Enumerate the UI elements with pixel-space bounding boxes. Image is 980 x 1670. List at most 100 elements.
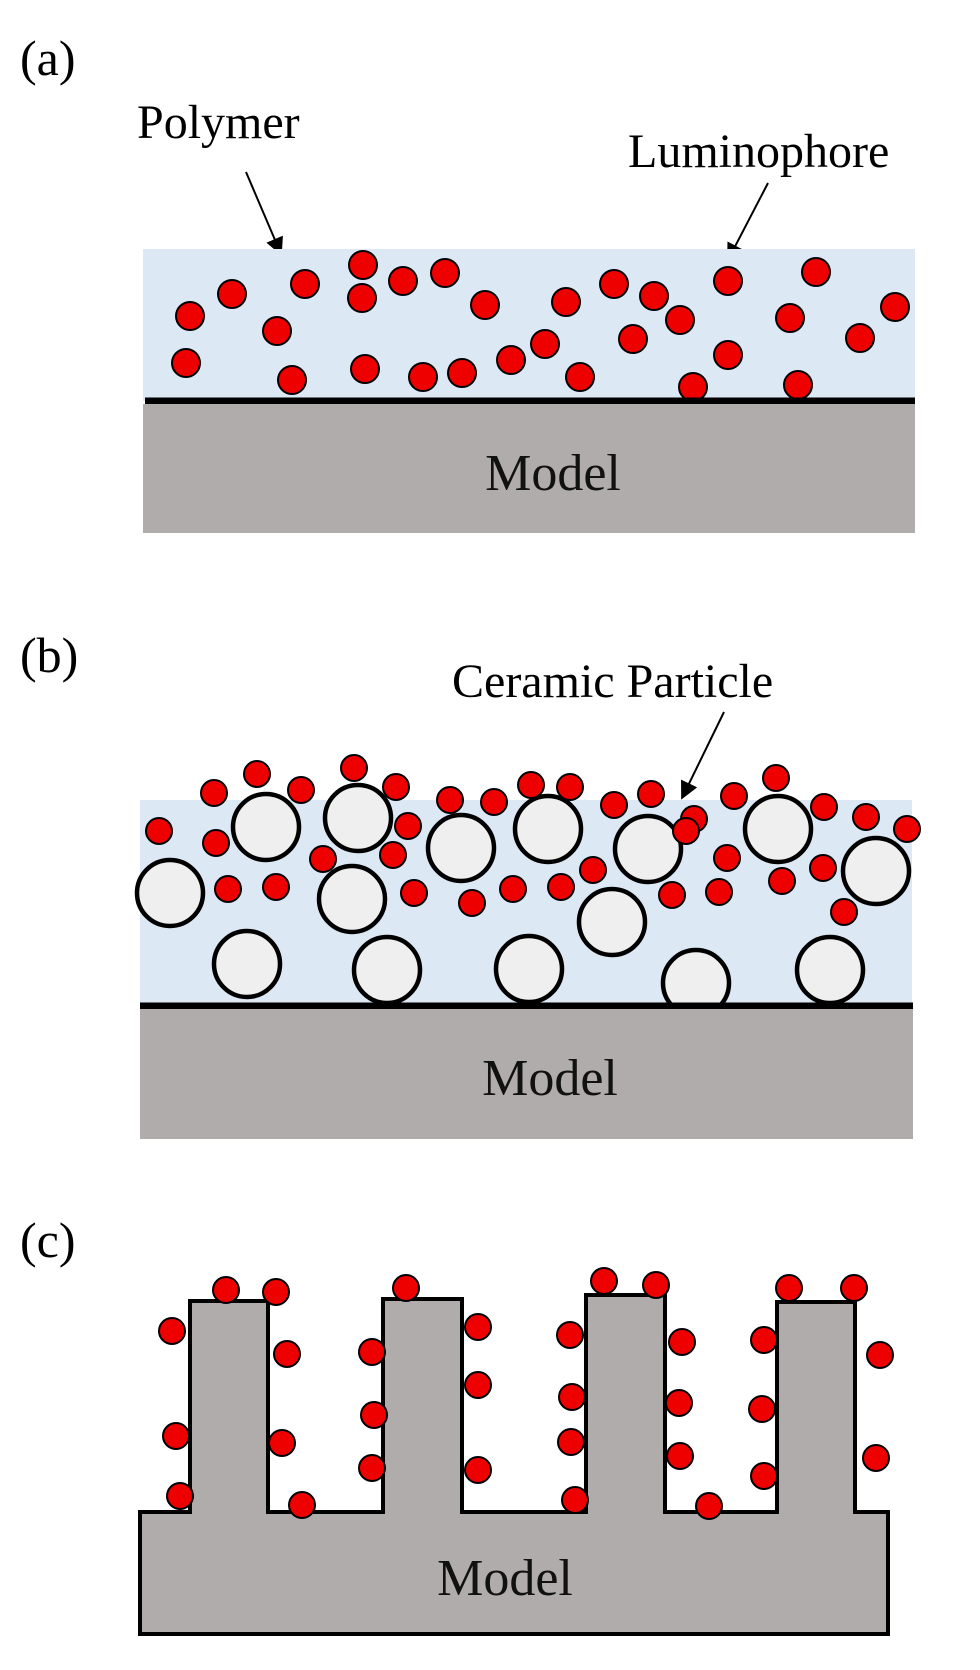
ceramic-particle <box>794 934 866 1006</box>
luminophore-dot <box>579 856 607 884</box>
panel-c-label: (c) <box>20 1212 76 1268</box>
ceramic-particle <box>316 863 388 935</box>
luminophore-dot <box>200 779 228 807</box>
luminophore-dot <box>880 292 910 322</box>
luminophore-dot <box>212 1276 240 1304</box>
luminophore-dot <box>561 1486 589 1514</box>
luminophore-dot <box>713 844 741 872</box>
ceramic-particle <box>322 782 394 854</box>
luminophore-dot <box>171 348 201 378</box>
luminophore-dot <box>713 340 743 370</box>
panel-b-label: (b) <box>20 627 78 683</box>
luminophore-dot <box>547 873 575 901</box>
luminophore-dot <box>458 889 486 917</box>
luminophore-group-c <box>158 1267 894 1520</box>
luminophore-dot <box>637 780 665 808</box>
luminophore-dot <box>852 803 880 831</box>
luminophore-dot <box>464 1456 492 1484</box>
luminophore-dot <box>158 1317 186 1345</box>
ceramic-particle <box>576 886 648 958</box>
luminophore-dot <box>287 776 315 804</box>
luminophore-dot <box>470 290 500 320</box>
luminophore-dot <box>558 1383 586 1411</box>
luminophore-dot <box>556 1321 584 1349</box>
luminophore-dot <box>273 1340 301 1368</box>
luminophore-arrow <box>727 182 769 262</box>
model-label-c: Model <box>437 1550 573 1607</box>
luminophore-dot <box>695 1492 723 1520</box>
luminophore-dot <box>262 316 292 346</box>
luminophore-dot <box>430 258 460 288</box>
luminophore-dot <box>268 1429 296 1457</box>
luminophore-dot <box>557 1428 585 1456</box>
luminophore-dot <box>340 754 368 782</box>
luminophore-dot <box>382 773 410 801</box>
luminophore-dot <box>175 301 205 331</box>
luminophore-group <box>171 250 910 402</box>
luminophore-dot <box>750 1326 778 1354</box>
ceramic-particle <box>230 791 302 863</box>
luminophore-dot <box>748 1395 776 1423</box>
luminophore-dot <box>202 829 230 857</box>
luminophore-dot <box>436 786 464 814</box>
luminophore-dot <box>665 1389 693 1417</box>
luminophore-dot <box>277 365 307 395</box>
ceramic-particle <box>512 793 584 865</box>
luminophore-dot <box>775 303 805 333</box>
luminophore-dot <box>214 875 242 903</box>
luminophore-dot <box>394 812 422 840</box>
panel-b: (b) Ceramic Particle Model <box>20 627 921 1139</box>
ceramic-particle <box>493 933 565 1005</box>
luminophore-dot <box>288 1491 316 1519</box>
luminophore-dot <box>358 1338 386 1366</box>
ceramic-particle-group <box>134 782 912 1019</box>
luminophore-dot <box>447 358 477 388</box>
luminophore-dot <box>599 269 629 299</box>
luminophore-dot <box>499 875 527 903</box>
luminophore-dot <box>762 764 790 792</box>
luminophore-dot <box>290 269 320 299</box>
luminophore-dot <box>590 1267 618 1295</box>
luminophore-dot <box>464 1313 492 1341</box>
luminophore-dot <box>530 329 560 359</box>
luminophore-dot <box>348 250 378 280</box>
luminophore-dot <box>720 782 748 810</box>
polymer-arrow <box>245 171 283 256</box>
luminophore-dot <box>618 324 648 354</box>
luminophore-dot <box>600 791 628 819</box>
luminophore-dot <box>392 1274 420 1302</box>
model-substrate <box>143 404 915 533</box>
luminophore-dot <box>658 881 686 909</box>
luminophore-dot <box>162 1422 190 1450</box>
luminophore-dot <box>262 1278 290 1306</box>
luminophore-dot <box>464 1371 492 1399</box>
luminophore-dot <box>862 1444 890 1472</box>
ceramic-particle <box>742 793 814 865</box>
ceramic-particle-callout: Ceramic Particle <box>452 655 773 708</box>
ceramic-particle <box>211 928 283 1000</box>
luminophore-dot <box>565 362 595 392</box>
ceramic-particle <box>134 857 206 929</box>
ceramic-particle-arrow <box>681 711 725 800</box>
luminophore-dot <box>551 287 581 317</box>
luminophore-dot <box>556 773 584 801</box>
luminophore-dot <box>217 279 247 309</box>
luminophore-dot <box>347 283 377 313</box>
luminophore-dot <box>801 257 831 287</box>
luminophore-dot <box>768 867 796 895</box>
model-substrate-b <box>140 1009 913 1139</box>
luminophore-dot <box>400 879 428 907</box>
luminophore-dot <box>262 873 290 901</box>
luminophore-dot <box>388 266 418 296</box>
model-label-a: Model <box>485 445 621 502</box>
polymer-callout: Polymer <box>137 96 300 149</box>
ceramic-particle <box>425 812 497 884</box>
luminophore-dot <box>893 815 921 843</box>
luminophore-dot <box>517 771 545 799</box>
luminophore-dot <box>840 1274 868 1302</box>
luminophore-dot <box>145 817 173 845</box>
luminophore-dot <box>668 1328 696 1356</box>
luminophore-dot <box>783 370 813 400</box>
luminophore-dot <box>713 266 743 296</box>
